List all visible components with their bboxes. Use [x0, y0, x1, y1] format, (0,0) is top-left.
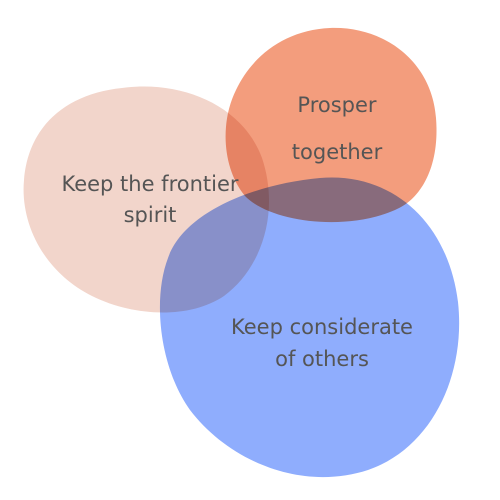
label-prosper-line2: together — [292, 140, 383, 164]
label-considerate-line1: Keep considerate — [231, 315, 413, 339]
label-considerate-line2: of others — [275, 347, 369, 371]
blob-prosper-together — [225, 27, 437, 223]
blob-keep-frontier — [23, 86, 270, 313]
blob-layer — [23, 27, 460, 478]
labels-layer: Keep the frontier spirit Prosper togethe… — [61, 93, 413, 371]
label-keep-frontier-line2: spirit — [124, 203, 177, 227]
label-keep-frontier-line1: Keep the frontier — [61, 172, 238, 196]
label-prosper-line1: Prosper — [297, 93, 377, 117]
